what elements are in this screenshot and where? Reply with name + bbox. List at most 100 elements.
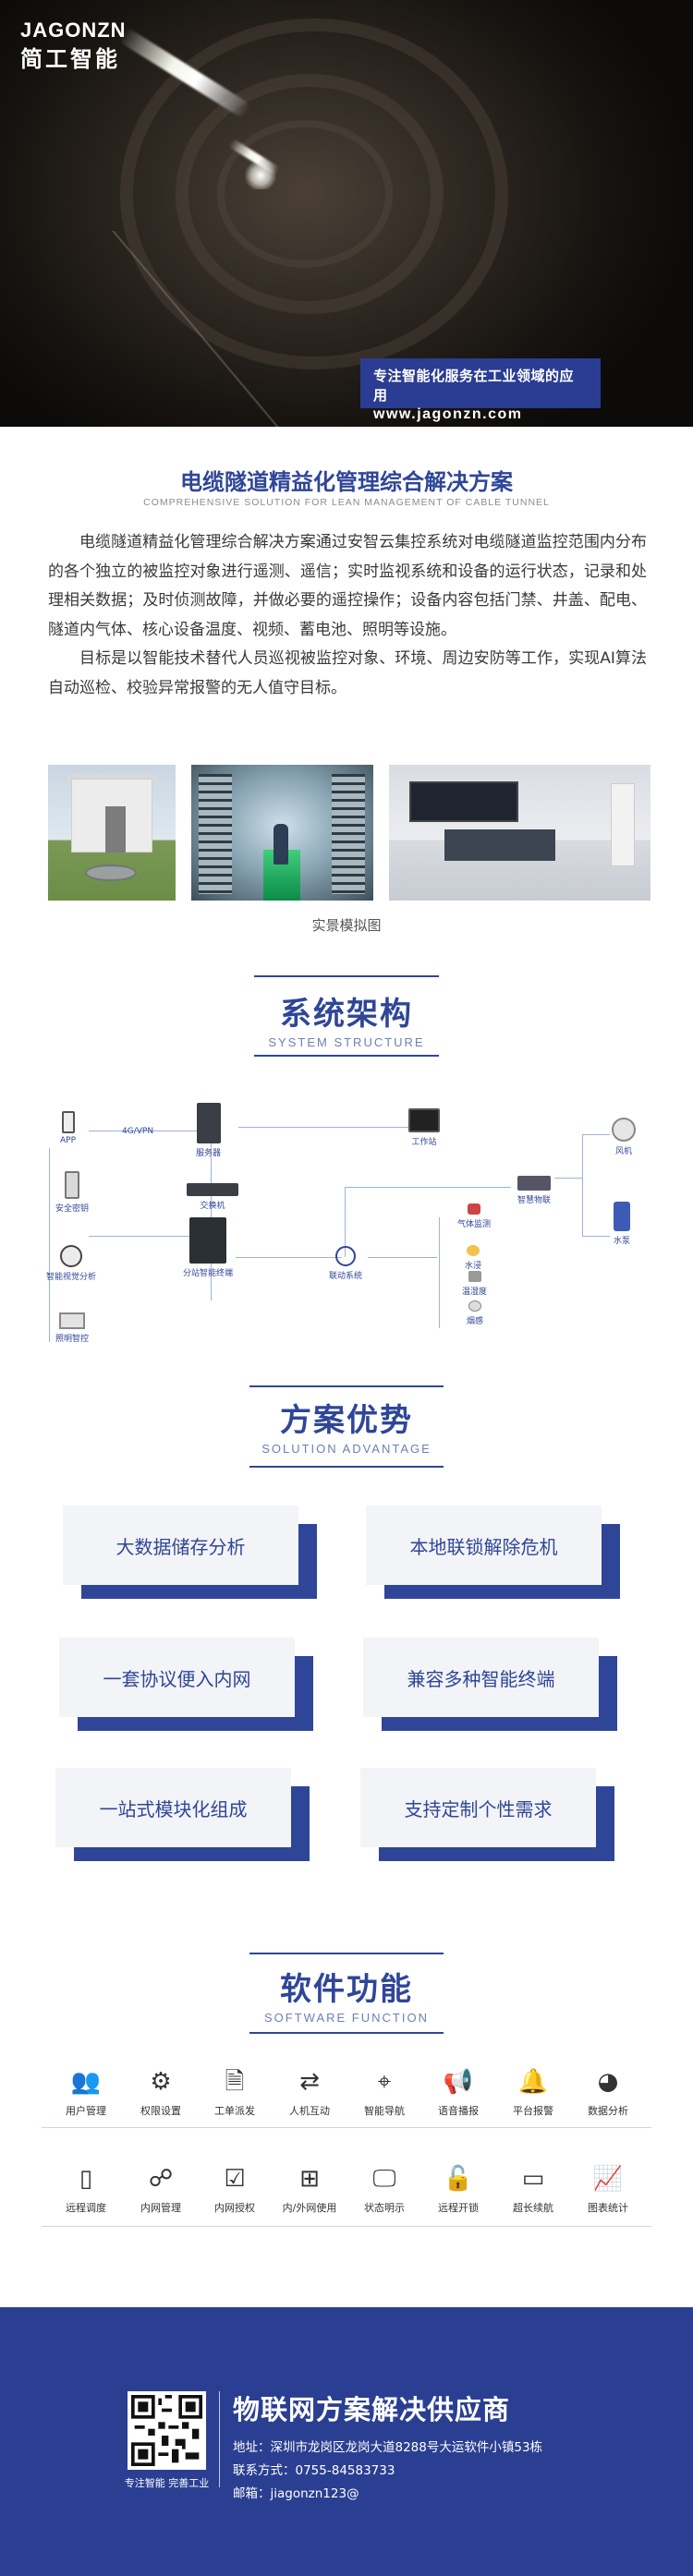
footer: 专注智能 完善工业 物联网方案解决供应商 地址：深圳市龙岗区龙岗大道8288号大… — [0, 2307, 693, 2576]
hero-tagline-box: 专注智能化服务在工业领域的应用 www.jagonzn.com — [360, 358, 601, 422]
access-control-icon — [65, 1171, 79, 1199]
megaphone-icon: 📢 — [443, 2068, 474, 2096]
function-data-analysis: ◕数据分析 — [571, 2066, 645, 2118]
phone-text[interactable]: 联系方式：0755-84583733 — [233, 2463, 395, 2478]
function-network-usage: ⊞内/外网使用 — [273, 2163, 346, 2215]
server-icon — [196, 1103, 221, 1143]
intro-subtitle: COMPREHENSIVE SOLUTION FOR LEAN MANAGEME… — [143, 497, 550, 508]
photo-caption: 实景模拟图 — [311, 917, 382, 934]
node-access: 安全密钥 — [55, 1171, 89, 1214]
photo-control-room — [389, 765, 650, 901]
node-switch: 交换机 — [187, 1183, 238, 1211]
node-server: 服务器 — [196, 1103, 221, 1158]
node-video: 智能视觉分析 — [46, 1245, 96, 1282]
section-title: 软件功能 — [280, 1971, 413, 2008]
unlock-icon: 🔓 — [443, 2165, 474, 2193]
connector-line — [89, 1236, 190, 1237]
qr-caption: 专注智能 完善工业 — [124, 2477, 210, 2489]
pie-chart-icon: ◕ — [597, 2068, 619, 2096]
remote-icon: ▯ — [79, 2165, 93, 2193]
function-long-battery: ▭超长续航 — [496, 2163, 570, 2215]
document-icon: 🗎 — [225, 2068, 245, 2096]
hero-tagline: 专注智能化服务在工业领域的应用 — [373, 368, 575, 404]
tunnel-end-glow — [242, 162, 279, 189]
contact-info: 地址：深圳市龙岗区龙岗大道8288号大运软件小镇53栋 联系方式：0755-84… — [233, 2437, 542, 2506]
intro-title: 电缆隧道精益化管理综合解决方案 — [180, 469, 513, 495]
line-chart-icon: 📈 — [592, 2165, 624, 2193]
battery-icon: ▭ — [521, 2165, 545, 2193]
function-permission: ⚙权限设置 — [124, 2066, 198, 2118]
function-remote-dispatch: ▯远程调度 — [49, 2163, 123, 2215]
qr-code-icon — [131, 2395, 202, 2466]
function-interaction: ⇄人机互动 — [273, 2066, 346, 2118]
architecture-diagram: APP 4G/VPN 服务器 工作站 交换机 安全密钥 智能视觉分析 照明智控 — [0, 1079, 693, 1356]
hero-banner: JAGONZN 简工智能 专注智能化服务在工业领域的应用 www.jagonzn… — [0, 0, 693, 427]
connector-line — [345, 1187, 346, 1257]
link-label: 4G/VPN — [122, 1127, 154, 1136]
function-navigation: ⌖智能导航 — [347, 2066, 421, 2118]
intro-text: 电缆隧道精益化管理综合解决方案通过安智云集控系统对电缆隧道监控范围内分布的各个独… — [48, 528, 647, 703]
water-sensor-icon — [467, 1245, 480, 1256]
section-architecture-header: 系统架构 SYSTEM STRUCTURE — [0, 975, 693, 1057]
section-subtitle: SOFTWARE FUNCTION — [264, 2011, 429, 2025]
website-link[interactable]: www.jagonzn.com — [373, 406, 523, 422]
intro-paragraph: 电缆隧道精益化管理综合解决方案通过安智云集控系统对电缆隧道监控范围内分布的各个独… — [48, 533, 647, 639]
connector-line — [582, 1134, 583, 1236]
node-gas: 气体监测 — [457, 1203, 491, 1229]
node-smoke: 烟感 — [467, 1300, 483, 1326]
advantage-card: 一站式模块化组成 — [55, 1768, 310, 1861]
section-software-header: 软件功能 SOFTWARE FUNCTION — [0, 1953, 693, 2034]
photo-tunnel-inside — [191, 765, 373, 901]
connector-line — [236, 1257, 342, 1258]
node-app: APP — [60, 1111, 76, 1145]
section-title: 方案优势 — [280, 1402, 413, 1439]
logo-text-en: JAGONZN — [20, 18, 127, 42]
phone-icon — [61, 1111, 75, 1133]
function-status-display: 🖵状态明示 — [347, 2163, 421, 2215]
function-intranet-authorize: ☑内网授权 — [198, 2163, 272, 2215]
section-subtitle: SOLUTION ADVANTAGE — [261, 1442, 432, 1456]
address-text: 地址：深圳市龙岗区龙岗大道8288号大运软件小镇53栋 — [233, 2440, 543, 2455]
function-remote-unlock: 🔓远程开锁 — [421, 2163, 495, 2215]
node-light: 照明智控 — [55, 1312, 89, 1344]
node-smart: 智慧物联 — [517, 1176, 551, 1205]
thermometer-icon — [468, 1271, 481, 1282]
terminal-cabinet-icon — [189, 1217, 226, 1264]
fan-icon — [612, 1118, 636, 1142]
node-terminal: 分站智能终端 — [183, 1217, 233, 1278]
network-icon: ☍ — [148, 2165, 174, 2193]
monitor-icon — [408, 1108, 440, 1132]
pump-icon — [614, 1202, 630, 1231]
connector-line — [238, 1127, 409, 1128]
alarm-icon: 🔔 — [517, 2068, 549, 2096]
advantage-card: 兼容多种智能终端 — [363, 1638, 617, 1731]
advantage-card: 支持定制个性需求 — [360, 1768, 614, 1861]
function-broadcast: 📢语音播报 — [421, 2066, 495, 2118]
switch-icon — [187, 1183, 238, 1196]
email-text[interactable]: 邮箱：jiagonzn123@ — [233, 2486, 359, 2501]
function-user-management: 👥用户管理 — [49, 2066, 123, 2118]
iot-gateway-icon — [517, 1176, 551, 1191]
section-subtitle: SYSTEM STRUCTURE — [268, 1035, 425, 1049]
node-linkage: 联动系统 — [329, 1246, 362, 1281]
divider — [42, 2127, 651, 2128]
connector-line — [49, 1148, 50, 1342]
photo-tunnel-entrance — [48, 765, 176, 901]
connector-line — [582, 1134, 610, 1135]
footer-title: 物联网方案解决供应商 — [233, 2394, 511, 2425]
divider — [219, 2391, 220, 2487]
brand-logo[interactable]: JAGONZN 简工智能 — [20, 18, 127, 73]
qr-code[interactable] — [128, 2391, 206, 2470]
node-water: 水浸 — [465, 1245, 481, 1271]
interaction-icon: ⇄ — [299, 2068, 320, 2096]
node-pump: 水泵 — [614, 1202, 630, 1246]
connector-line — [554, 1178, 582, 1179]
navigation-icon: ⌖ — [377, 2068, 392, 2096]
monitor-icon: 🖵 — [372, 2165, 396, 2193]
intro-paragraph: 目标是以智能技术替代人员巡视被监控对象、环境、周边安防等工作，实现AI算法自动巡… — [48, 649, 647, 697]
connector-line — [368, 1257, 437, 1258]
smoke-detector-icon — [468, 1300, 481, 1312]
section-advantage-header: 方案优势 SOLUTION ADVANTAGE — [0, 1385, 693, 1468]
camera-icon — [60, 1245, 82, 1267]
